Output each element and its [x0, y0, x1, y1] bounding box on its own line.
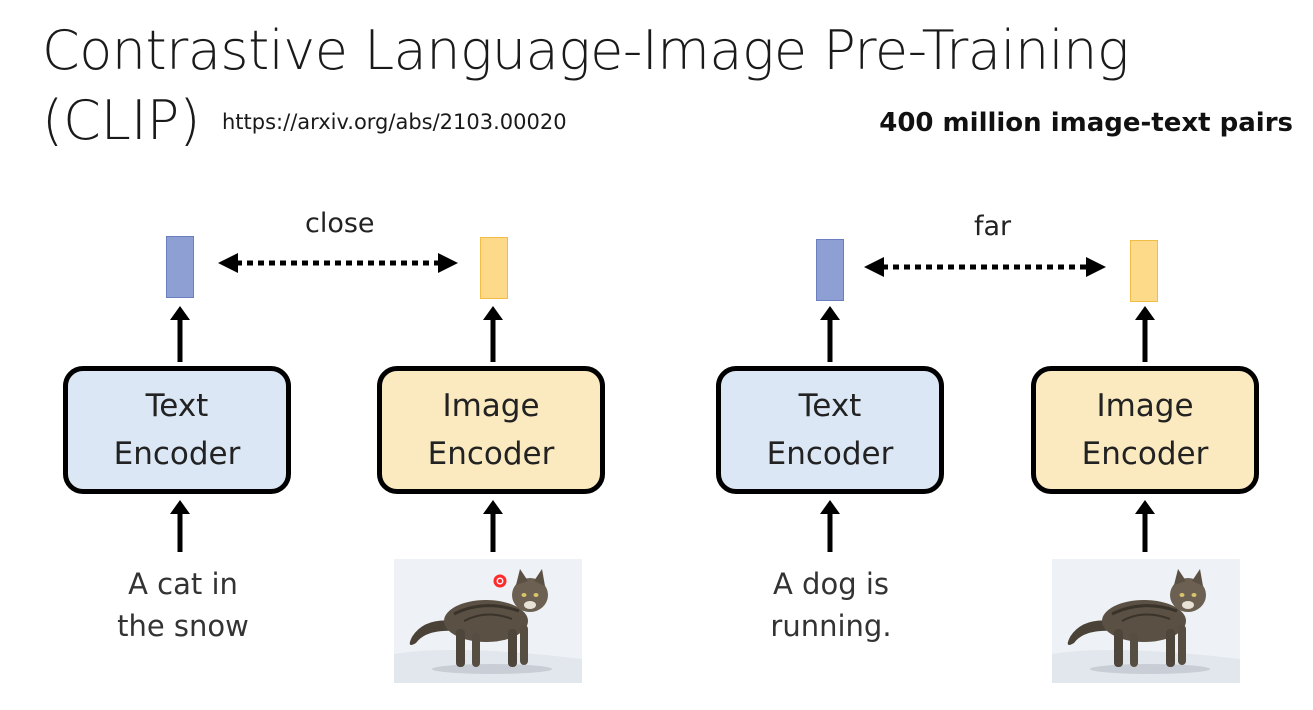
text-encoder-label-line2: Encoder: [767, 430, 894, 478]
arrow-caption-to-text-encoder-right: [820, 500, 840, 552]
text-embedding-vector-left: [166, 236, 194, 298]
image-encoder-right: Image Encoder: [1031, 366, 1259, 494]
image-encoder-label-line2: Encoder: [1082, 430, 1209, 478]
dotted-arrow-close: [218, 253, 458, 273]
caption-left-line1: A cat in: [100, 563, 266, 605]
caption-left: A cat in the snow: [100, 563, 266, 647]
arrow-text-encoder-to-vector-left: [170, 306, 190, 362]
arrow-image-to-image-encoder-right: [1135, 500, 1155, 552]
relation-label-far: far: [974, 211, 1011, 242]
arrow-text-encoder-to-vector-right: [820, 306, 840, 362]
image-encoder-label-line2: Encoder: [428, 430, 555, 478]
text-encoder-right: Text Encoder: [716, 366, 944, 494]
caption-right-line1: A dog is: [748, 563, 914, 605]
arrow-image-encoder-to-vector-left: [483, 306, 503, 362]
dotted-arrow-far: [864, 257, 1106, 277]
image-encoder-label-line1: Image: [442, 382, 539, 430]
arrow-caption-to-text-encoder-left: [170, 500, 190, 552]
caption-left-line2: the snow: [100, 605, 266, 647]
caption-right: A dog is running.: [748, 563, 914, 647]
arrow-image-encoder-to-vector-right: [1135, 306, 1155, 362]
text-encoder-label-line1: Text: [146, 382, 209, 430]
text-embedding-vector-right: [816, 239, 844, 301]
text-encoder-label-line1: Text: [799, 382, 862, 430]
relation-label-close: close: [305, 208, 375, 239]
cat-photo-right: [1052, 559, 1240, 683]
caption-right-line2: running.: [748, 605, 914, 647]
image-encoder-label-line1: Image: [1096, 382, 1193, 430]
image-encoder-left: Image Encoder: [377, 366, 605, 494]
image-embedding-vector-right: [1130, 240, 1158, 302]
text-encoder-label-line2: Encoder: [114, 430, 241, 478]
image-embedding-vector-left: [480, 237, 508, 299]
cat-in-snow-image: [1052, 559, 1240, 683]
text-encoder-left: Text Encoder: [63, 366, 291, 494]
arrow-image-to-image-encoder-left: [483, 500, 503, 552]
cat-in-snow-image: [394, 559, 582, 683]
cat-photo-left: [394, 559, 582, 683]
